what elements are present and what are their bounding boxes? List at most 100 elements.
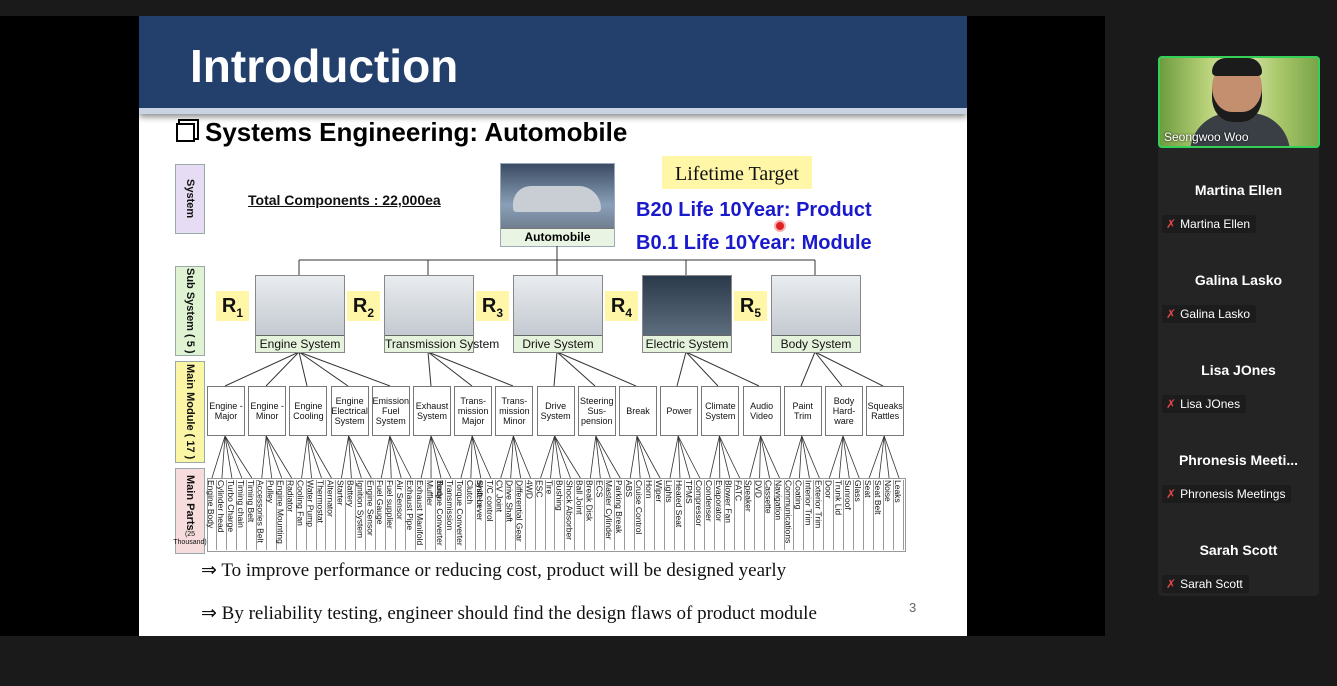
part-connector bbox=[669, 435, 679, 479]
part-connector bbox=[510, 435, 514, 479]
reliability-label-r2: R2 bbox=[347, 291, 380, 321]
part-connector bbox=[389, 435, 402, 479]
part-cell: Exhaust Pipe bbox=[405, 480, 417, 550]
part-connector bbox=[838, 435, 844, 479]
participant-tag-2: ✗Galina Lasko bbox=[1162, 305, 1257, 323]
part-cell: Alternator bbox=[325, 480, 337, 550]
reliability-label-r3: R3 bbox=[476, 291, 509, 321]
part-connector bbox=[307, 435, 322, 479]
part-cell: Exhaust Manifold bbox=[415, 480, 427, 550]
part-cell: Seat bbox=[863, 480, 875, 550]
participant-tag-1: ✗Martina Ellen bbox=[1162, 215, 1257, 233]
reliability-label-r5: R5 bbox=[734, 291, 767, 321]
part-cell: Bushing bbox=[554, 480, 566, 550]
subsystem-body: Body System bbox=[771, 275, 861, 353]
part-connector bbox=[883, 435, 900, 479]
part-cell: Cooling Fan bbox=[296, 480, 307, 550]
part-cell: Clutch bbox=[465, 480, 476, 550]
module-box: Body Hard- ware bbox=[825, 386, 863, 436]
part-connector bbox=[554, 435, 581, 479]
mic-muted-icon: ✗ bbox=[1166, 577, 1177, 591]
hierarchy-connectors bbox=[211, 246, 900, 479]
part-connector bbox=[513, 435, 531, 479]
part-connector bbox=[307, 435, 332, 479]
part-connector bbox=[828, 435, 844, 479]
part-connector bbox=[224, 435, 233, 479]
participant-tile-3[interactable]: Lisa JOnes bbox=[1201, 362, 1276, 378]
part-cell: Tire bbox=[544, 480, 556, 550]
part-connector bbox=[389, 435, 412, 479]
participant-tile-2[interactable]: Galina Lasko bbox=[1194, 272, 1283, 288]
part-connector bbox=[500, 435, 514, 479]
part-connector bbox=[842, 435, 850, 479]
automobile-image: Automobile bbox=[500, 163, 615, 247]
part-connector bbox=[709, 435, 720, 479]
row-label-parts: Main Parts(25 Thousand) bbox=[173, 468, 207, 554]
bullet-2: ⇒ By reliability testing, engineer shoul… bbox=[201, 603, 817, 624]
part-cell: Cylinder head bbox=[216, 480, 227, 550]
part-cell: Timing Belt bbox=[246, 480, 257, 550]
module-box: Trans- mission Major bbox=[454, 386, 493, 436]
part-connector bbox=[595, 435, 621, 479]
row-label-module: Main Module ( 17 ) bbox=[175, 361, 205, 463]
part-connector bbox=[677, 435, 681, 479]
part-connector bbox=[380, 435, 391, 479]
module-box: Emission Fuel System bbox=[371, 386, 410, 436]
part-cell: Horn bbox=[644, 480, 656, 550]
part-cell: Blower Fan bbox=[724, 480, 735, 550]
part-cell: ESC bbox=[535, 480, 546, 550]
lifetime-target-box: Lifetime Target bbox=[662, 156, 812, 189]
part-connector bbox=[265, 435, 273, 479]
part-connector bbox=[460, 435, 473, 479]
part-cell: Engine Body bbox=[206, 480, 217, 550]
module-box: Climate System bbox=[701, 386, 740, 436]
part-connector bbox=[799, 435, 803, 479]
participant-tile-1[interactable]: Martina Ellen bbox=[1194, 182, 1283, 198]
automobile-label: Automobile bbox=[501, 228, 614, 246]
part-connector bbox=[265, 435, 283, 479]
part-cell: Break Disk bbox=[584, 480, 596, 550]
part-cell: 4WD bbox=[525, 480, 536, 550]
part-cell: Speaker bbox=[744, 480, 755, 550]
part-connector bbox=[420, 435, 432, 479]
part-connector bbox=[719, 435, 741, 479]
part-connector bbox=[595, 435, 601, 479]
participant-tile-5[interactable]: Sarah Scott bbox=[1199, 542, 1278, 558]
active-speaker-video[interactable]: Seongwoo Woo bbox=[1158, 56, 1320, 148]
slide-header-bar: Introduction bbox=[139, 16, 967, 114]
part-cell: Coating bbox=[793, 480, 805, 550]
part-cell: Wiper bbox=[654, 480, 666, 550]
part-cell: Master Cylinder bbox=[604, 480, 616, 550]
part-connector bbox=[629, 435, 638, 479]
part-connector bbox=[470, 435, 473, 479]
part-cell: Battery bbox=[345, 480, 357, 550]
part-cell: Glass bbox=[853, 480, 865, 550]
participant-tag-4: ✗Phronesis Meetings bbox=[1162, 485, 1292, 503]
module-box: Paint Trim bbox=[783, 386, 822, 436]
part-connector bbox=[301, 435, 308, 479]
part-cell: Condenser bbox=[704, 480, 715, 550]
part-connector bbox=[224, 435, 243, 479]
part-connector bbox=[221, 435, 226, 479]
participant-tag-3: ✗Lisa JOnes bbox=[1162, 395, 1247, 413]
part-connector bbox=[636, 435, 651, 479]
part-connector bbox=[677, 435, 701, 479]
checkbox-bullet-icon bbox=[176, 123, 195, 142]
part-connector bbox=[307, 435, 312, 479]
part-cell: Shift Lever bbox=[475, 480, 486, 550]
part-connector bbox=[348, 435, 372, 479]
participant-tile-4[interactable]: Phronesis Meeti... bbox=[1178, 452, 1299, 468]
part-cell: FATC bbox=[734, 480, 745, 550]
part-cell: ECS bbox=[594, 480, 606, 550]
part-cell: CV Joint bbox=[495, 480, 506, 550]
part-cell: Sunroof bbox=[843, 480, 855, 550]
part-connector bbox=[430, 435, 442, 479]
part-cell: TPMS bbox=[684, 480, 695, 550]
module-box: Break bbox=[619, 386, 657, 436]
parts-table bbox=[207, 478, 906, 552]
subsystem-transmission: Transmission System bbox=[384, 275, 499, 353]
part-connector bbox=[749, 435, 761, 479]
part-connector bbox=[760, 435, 770, 479]
row-label-subsystem: Sub System ( 5 ) bbox=[175, 266, 205, 356]
part-cell: Parking Break bbox=[614, 480, 626, 550]
